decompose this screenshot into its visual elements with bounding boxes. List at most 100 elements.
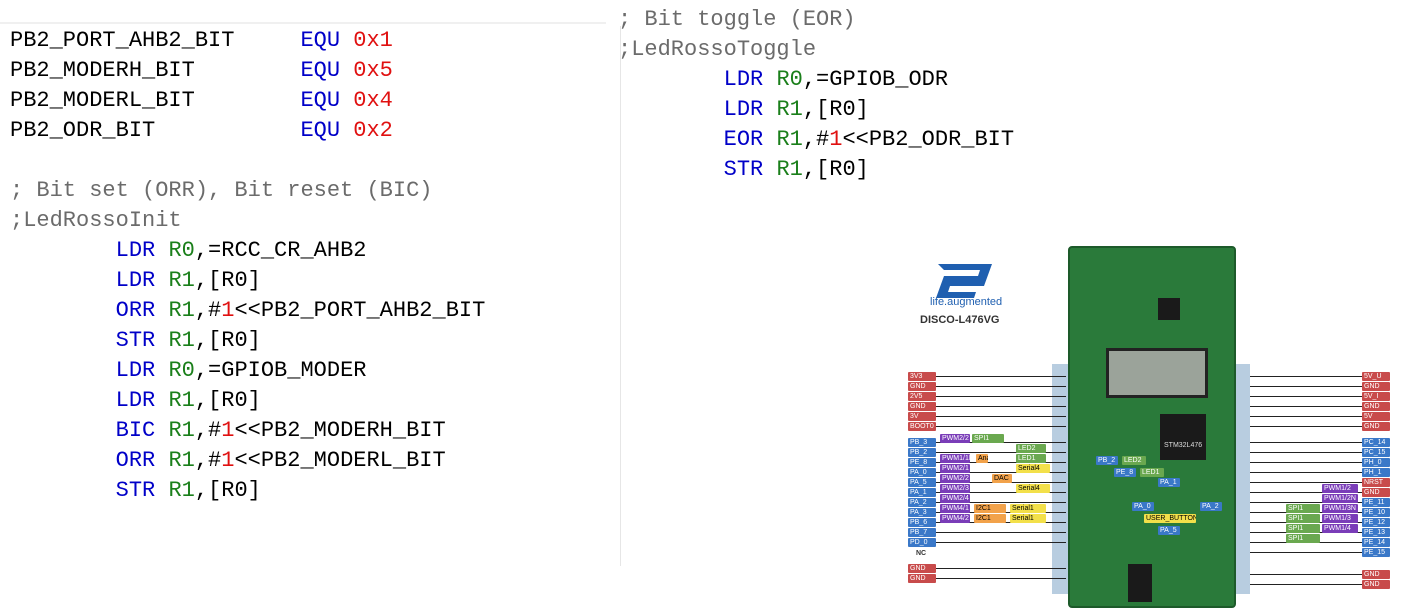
opcode: STR bbox=[115, 328, 156, 353]
pin-wire bbox=[1250, 442, 1362, 443]
pin-label: PB_6 bbox=[908, 518, 936, 527]
register: R1 bbox=[776, 127, 803, 152]
opcode: ORR bbox=[115, 448, 156, 473]
pin-label: 2V5 bbox=[908, 392, 936, 401]
pin-label: GND bbox=[1362, 402, 1390, 411]
indent bbox=[10, 358, 116, 383]
func-label: PWM1/3N bbox=[1322, 504, 1358, 513]
pin-label: 3V bbox=[908, 412, 936, 421]
pin-label: 5V_U bbox=[1362, 372, 1390, 381]
func-label: PWM1/1N bbox=[940, 454, 970, 463]
equ-value: 0x2 bbox=[353, 118, 393, 143]
pin-wire bbox=[1250, 472, 1362, 473]
func-label: PWM1/4 bbox=[1322, 524, 1358, 533]
comment: ; Bit toggle (EOR) bbox=[618, 7, 856, 32]
indent bbox=[10, 478, 116, 503]
pin-wire bbox=[936, 542, 1066, 543]
audio-jack bbox=[1128, 564, 1152, 602]
indent bbox=[10, 238, 116, 263]
pin-wire bbox=[936, 376, 1066, 377]
func-label: SPI1 SCK bbox=[972, 434, 1004, 443]
immediate-number: 1 bbox=[829, 127, 843, 152]
register: R1 bbox=[776, 97, 803, 122]
func-label: Serial4 TX bbox=[1016, 464, 1050, 473]
pin-wire bbox=[936, 416, 1066, 417]
pin-wire bbox=[1250, 502, 1362, 503]
func-label: SPI1 MISO bbox=[1286, 524, 1320, 533]
pin-label: PE_10 bbox=[1362, 508, 1390, 517]
pin-wire bbox=[1250, 406, 1362, 407]
code-line: EOR R1,#1<<PB2_ODR_BIT bbox=[618, 125, 1258, 155]
pin-wire bbox=[936, 568, 1066, 569]
pin-label: GND bbox=[1362, 580, 1390, 589]
pin-label: PA_1 bbox=[908, 488, 936, 497]
opcode: LDR bbox=[723, 67, 764, 92]
register: R0 bbox=[168, 238, 195, 263]
symbol-name: PB2_ODR_BIT bbox=[10, 118, 301, 143]
space bbox=[340, 28, 353, 53]
pin-wire bbox=[1250, 416, 1362, 417]
space bbox=[763, 67, 776, 92]
board-label: PA_0 bbox=[1132, 502, 1154, 511]
equ-line: PB2_MODERH_BIT EQU 0x5 bbox=[10, 56, 620, 86]
symbol-name: PB2_PORT_AHB2_BIT bbox=[10, 28, 301, 53]
pin-label: GND bbox=[908, 402, 936, 411]
equ-line: PB2_PORT_AHB2_BIT EQU 0x1 bbox=[10, 26, 620, 56]
brand-tagline: life.augmented bbox=[930, 296, 1003, 308]
space bbox=[155, 418, 168, 443]
pin-label: PE_12 bbox=[1362, 518, 1390, 527]
space bbox=[155, 388, 168, 413]
func-label: PWM2/2 bbox=[940, 434, 970, 443]
pin-label: GND bbox=[1362, 570, 1390, 579]
immediate-number: 1 bbox=[221, 418, 235, 443]
operand: ,# bbox=[802, 127, 830, 152]
st-logo-icon bbox=[936, 264, 992, 298]
pin-label: PB_3 bbox=[908, 438, 936, 447]
space bbox=[155, 478, 168, 503]
space bbox=[763, 97, 776, 122]
board-label: PA_1 bbox=[1158, 478, 1180, 487]
board-model: DISCO-L476VG bbox=[920, 314, 1000, 326]
pin-label: 5V_I bbox=[1362, 392, 1390, 401]
pin-wire bbox=[1250, 426, 1362, 427]
operand-tail: <<PB2_MODERH_BIT bbox=[234, 418, 446, 443]
label-line: ;LedRossoInit bbox=[10, 206, 620, 236]
pin-label: GND bbox=[908, 382, 936, 391]
nc-label: NC bbox=[916, 550, 927, 557]
indent bbox=[10, 328, 116, 353]
operand: ,=GPIOB_MODER bbox=[194, 358, 367, 383]
board-label: PB_2 bbox=[1096, 456, 1118, 465]
code-line: LDR R0,=GPIOB_ODR bbox=[618, 65, 1258, 95]
pin-label: PC_14 bbox=[1362, 438, 1390, 447]
code-line: STR R1,[R0] bbox=[10, 326, 620, 356]
pin-label: PH_1 bbox=[1362, 468, 1390, 477]
space bbox=[340, 58, 353, 83]
operand-tail: <<PB2_MODERL_BIT bbox=[234, 448, 446, 473]
pin-label: 5V bbox=[1362, 412, 1390, 421]
code-line: STR R1,[R0] bbox=[10, 476, 620, 506]
func-label: PWM2/3 bbox=[940, 484, 970, 493]
func-label: SPI1 NSS bbox=[1286, 504, 1320, 513]
board-label: PA_5 bbox=[1158, 526, 1180, 535]
pin-label: PE_8 bbox=[908, 458, 936, 467]
pin-wire bbox=[1250, 396, 1362, 397]
pin-wire bbox=[1250, 552, 1362, 553]
code-line: STR R1,[R0] bbox=[618, 155, 1258, 185]
operand: ,[R0] bbox=[194, 328, 261, 353]
indent bbox=[618, 157, 724, 182]
pin-label: NRST bbox=[1362, 478, 1390, 487]
space bbox=[155, 238, 168, 263]
pin-label: PE_15 bbox=[1362, 548, 1390, 557]
func-label: DAC bbox=[992, 474, 1012, 483]
immediate-number: 1 bbox=[221, 298, 235, 323]
debug-chip bbox=[1158, 298, 1180, 320]
pin-wire bbox=[1250, 386, 1362, 387]
pin-wire bbox=[1250, 376, 1362, 377]
top-strip bbox=[0, 22, 606, 24]
code-line: ORR R1,#1<<PB2_PORT_AHB2_BIT bbox=[10, 296, 620, 326]
code-line: LDR R1,[R0] bbox=[618, 95, 1258, 125]
operand: ,=RCC_CR_AHB2 bbox=[194, 238, 367, 263]
indent bbox=[618, 127, 724, 152]
opcode: LDR bbox=[115, 238, 156, 263]
code-line: ORR R1,#1<<PB2_MODERL_BIT bbox=[10, 446, 620, 476]
